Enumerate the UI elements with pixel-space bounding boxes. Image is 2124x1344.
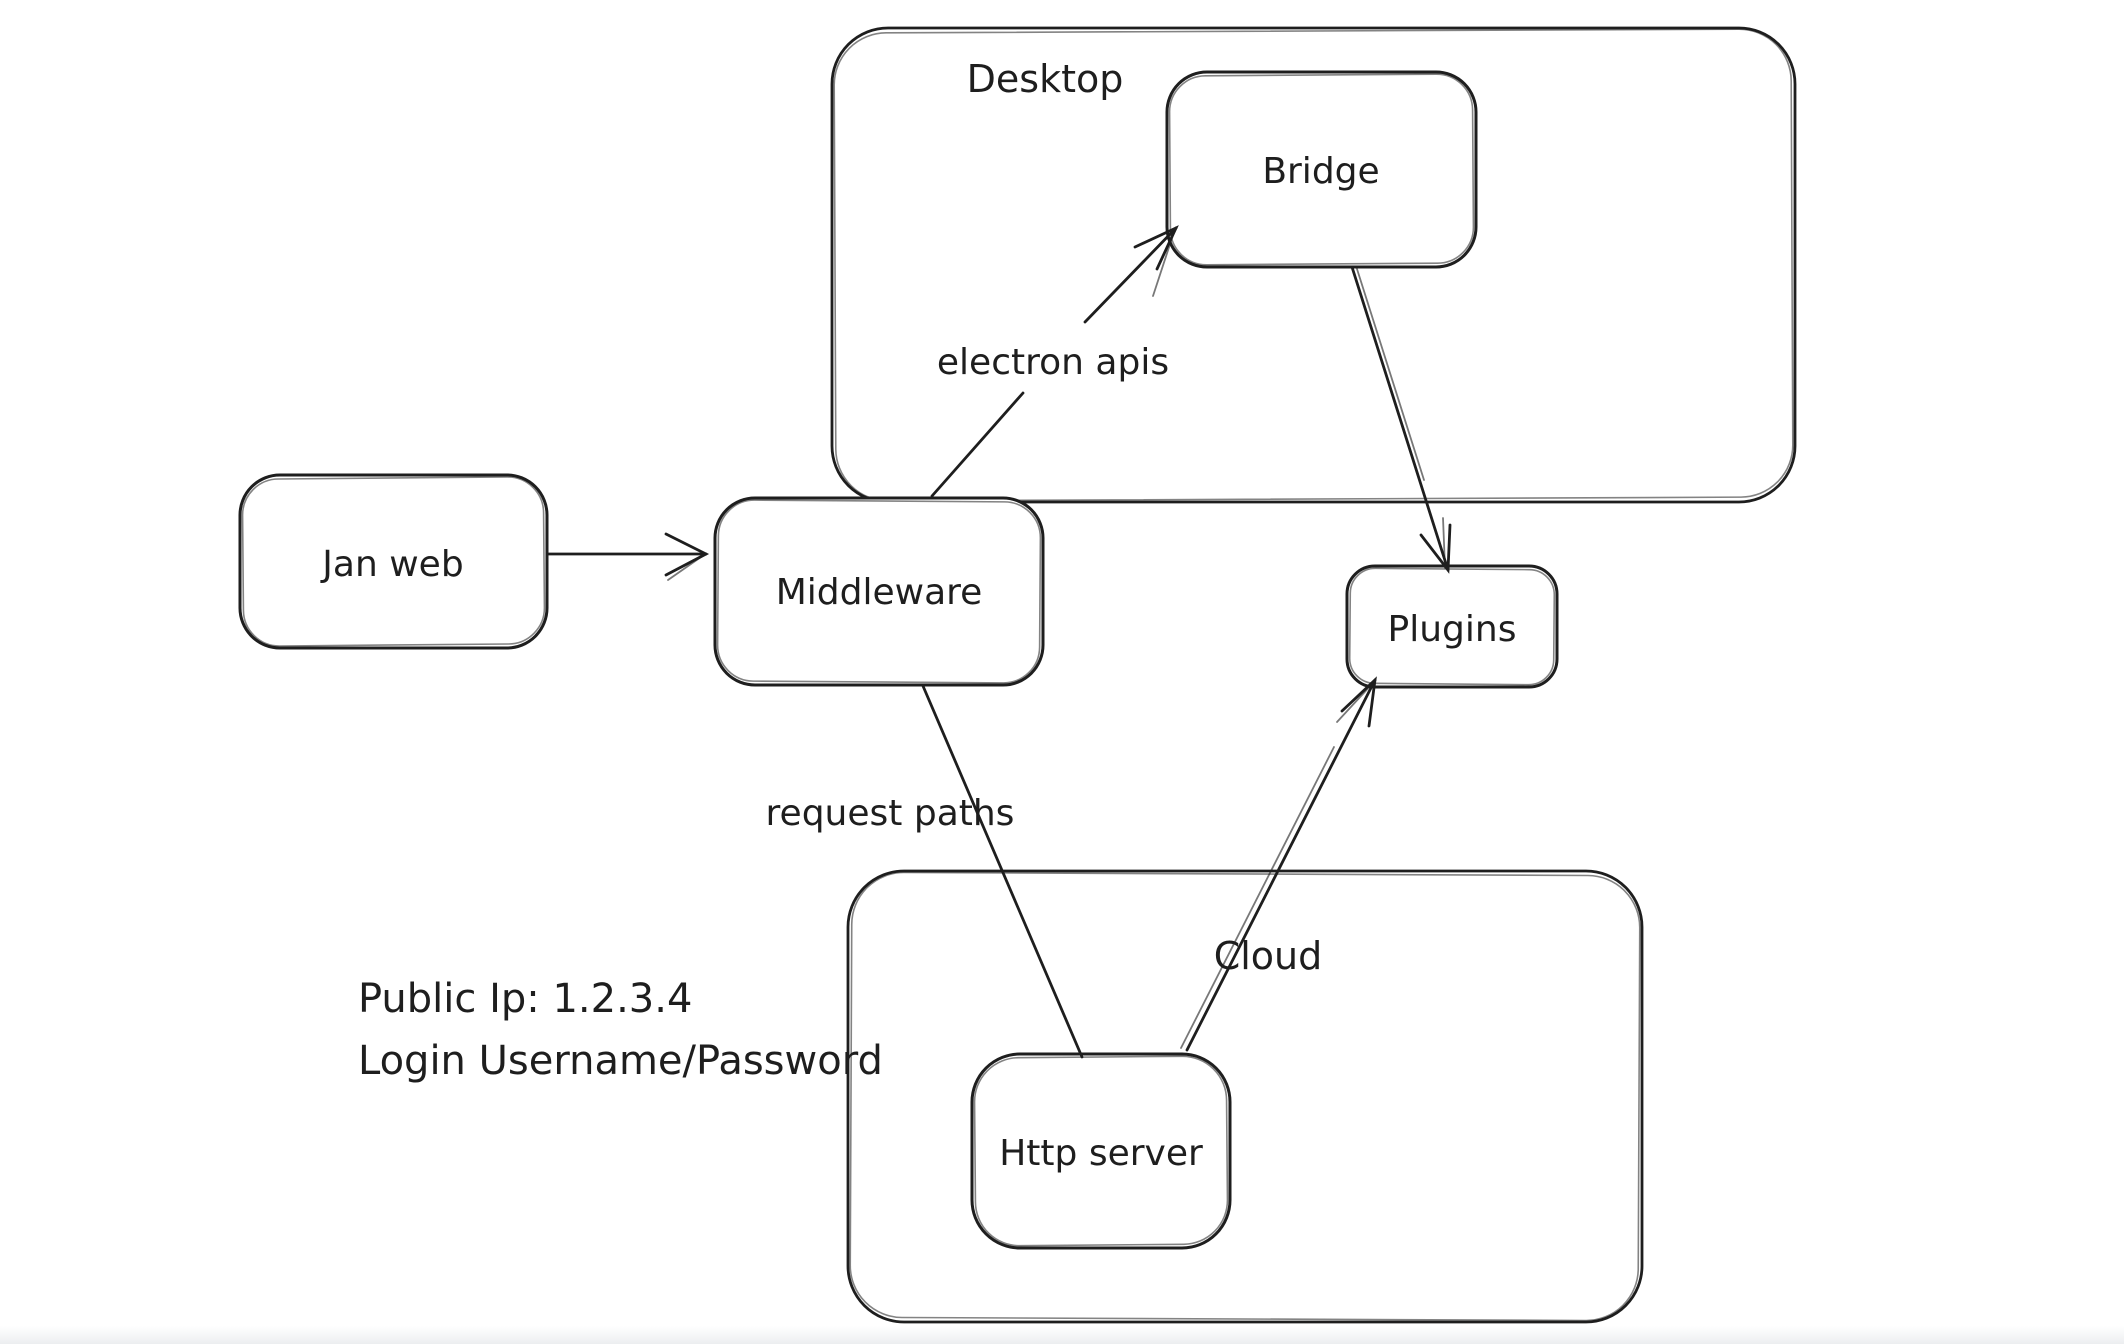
edge-label-request-paths: request paths <box>766 793 1015 834</box>
edge-bridge-plugins <box>1350 265 1452 574</box>
arrowhead-sketch <box>667 556 702 581</box>
node-jan-web: Jan web <box>238 473 549 650</box>
desktop-box-sketch <box>833 28 1794 502</box>
http-server-box-sketch <box>973 1055 1229 1247</box>
edge-janweb-middleware <box>546 532 710 581</box>
edge-middleware-httpserver: request paths <box>766 684 1084 1059</box>
edge-line-sketch <box>1356 268 1425 481</box>
node-plugins: Plugins <box>1345 564 1559 689</box>
bridge-box <box>1165 70 1478 269</box>
desktop-label: Desktop <box>967 57 1124 101</box>
edge-line <box>921 684 1084 1059</box>
edge-line-upper <box>1083 226 1178 324</box>
edge-label-electron-apis: electron apis <box>937 342 1169 383</box>
plugins-box-sketch <box>1348 567 1556 686</box>
annotation-line2: Login Username/Password <box>358 1038 883 1084</box>
annotation-note: Public Ip: 1.2.3.4 Login Username/Passwo… <box>358 976 883 1084</box>
arrowhead <box>1419 523 1452 574</box>
middleware-box <box>713 496 1045 687</box>
edge-line-lower <box>930 391 1025 498</box>
jan-web-box <box>238 473 549 650</box>
arrowhead <box>664 532 710 577</box>
bottom-edge-shade <box>0 1326 2124 1344</box>
edge-line <box>1185 678 1377 1052</box>
edge-line-sketch <box>1180 746 1335 1049</box>
middleware-label: Middleware <box>776 572 983 613</box>
edge-middleware-bridge: electron apis <box>930 225 1179 498</box>
cloud-label: Cloud <box>1214 934 1323 978</box>
jan-web-box-sketch <box>241 476 546 647</box>
annotation-line1: Public Ip: 1.2.3.4 <box>358 976 692 1022</box>
plugins-box <box>1345 564 1559 689</box>
edge-httpserver-plugins <box>1180 676 1377 1052</box>
node-bridge: Bridge <box>1165 70 1478 269</box>
middleware-box-sketch <box>716 499 1042 684</box>
http-server-label: Http server <box>999 1133 1203 1174</box>
node-middleware: Middleware <box>713 496 1045 687</box>
jan-web-label: Jan web <box>320 544 463 585</box>
arrowhead-sketch <box>1336 682 1374 723</box>
arrowhead <box>1340 676 1377 728</box>
arrowhead <box>1133 225 1179 271</box>
plugins-label: Plugins <box>1388 609 1517 650</box>
edge-line <box>1350 265 1450 572</box>
http-server-box <box>970 1052 1232 1250</box>
bridge-label: Bridge <box>1262 151 1379 192</box>
arrowhead-sketch <box>1152 231 1175 297</box>
arrowhead-sketch <box>1442 517 1446 569</box>
node-http-server: Http server <box>970 1052 1232 1250</box>
cloud-box-sketch <box>849 871 1641 1322</box>
bridge-box-sketch <box>1168 73 1475 266</box>
